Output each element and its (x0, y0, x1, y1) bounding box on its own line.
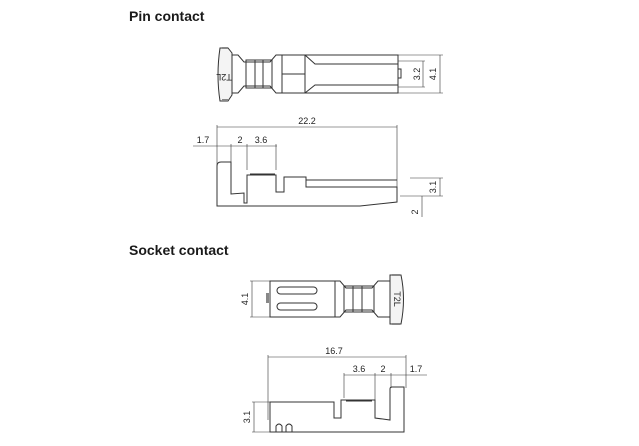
pin-dim-22.2: 22.2 (298, 116, 316, 126)
socket-top-view: T2L 4.1 (240, 274, 404, 325)
pin-contact-heading: Pin contact (129, 8, 205, 24)
socket-side-view: 16.7 3.6 2 1.7 3.1 (242, 346, 427, 433)
socket-dim-1.7: 1.7 (410, 364, 423, 374)
pin-dim-3.1: 3.1 (428, 181, 438, 194)
pin-dim-4.1: 4.1 (428, 68, 438, 81)
socket-dim-4.1: 4.1 (240, 293, 250, 306)
pin-side-view: 22.2 1.7 2 3.6 3.1 2 (193, 116, 443, 217)
socket-marking: T2L (392, 291, 402, 307)
pin-top-view: T2L 3.2 4.1 (216, 47, 443, 102)
pin-dim-2-b: 2 (410, 209, 420, 214)
socket-dim-16.7: 16.7 (325, 346, 343, 356)
pin-dim-3.2: 3.2 (412, 68, 422, 81)
socket-dim-2: 2 (380, 364, 385, 374)
pin-dim-2-a: 2 (237, 135, 242, 145)
socket-contact-heading: Socket contact (129, 242, 229, 258)
socket-dim-3.6: 3.6 (353, 364, 366, 374)
pin-dim-1.7: 1.7 (197, 135, 210, 145)
pin-dim-3.6: 3.6 (255, 135, 268, 145)
pin-marking: T2L (216, 72, 232, 82)
socket-dim-3.1: 3.1 (242, 411, 252, 424)
